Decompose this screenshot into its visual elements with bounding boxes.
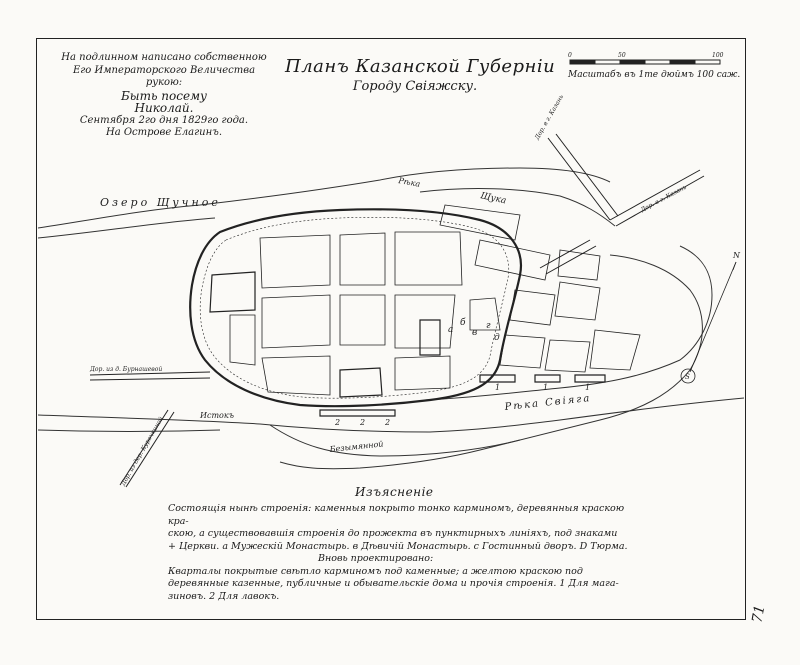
road-label: Дор. в г. Казань <box>639 184 688 214</box>
river-label: Щука <box>479 191 507 206</box>
approval-line: Быть посему <box>120 88 207 103</box>
scale-tick: 100 <box>712 52 724 59</box>
legend-text: Состоящія нынѣ строенія: каменныя покрыт… <box>168 503 638 603</box>
scale-tick: 0 <box>568 52 572 59</box>
north-arrow <box>680 261 737 384</box>
page-number: 71 <box>749 603 769 625</box>
roads <box>89 133 705 488</box>
north-label: N <box>732 251 741 260</box>
marker-label: 2 <box>359 418 365 427</box>
approval-line: Николай. <box>134 101 194 115</box>
marker-label: 1 <box>495 383 500 392</box>
city-blocks <box>209 204 641 417</box>
legend-line: Состоящія нынѣ строенія: каменныя покрыт… <box>168 503 625 527</box>
title-line-2: Городу Свіяжску. <box>352 79 478 94</box>
legend-line: + Церкви. а Мужескій Монастырь. в Дѣвичі… <box>168 540 628 552</box>
legend-line: Кварталы покрытые свѣтло карминомъ под к… <box>168 565 583 577</box>
road-label: Дор. в г. Казань <box>533 94 565 142</box>
approval-line: На Острове Елагинъ. <box>105 127 223 138</box>
stream-label: Истокъ <box>199 411 234 420</box>
marker-label: 2 <box>384 418 390 427</box>
title-line-1: Планъ Казанской Губерніи <box>285 56 556 77</box>
scale-label: Масштабъ въ 1те дюймъ 100 саж. <box>568 70 741 80</box>
rivers <box>37 167 745 470</box>
marker-label: 1 <box>543 383 548 392</box>
road-label: Дор. из д. Бурнашевой <box>89 366 162 373</box>
south-label: S <box>685 373 690 381</box>
river-label: Рѣка <box>397 176 421 189</box>
approval-line: На подлинном написано собственною <box>61 52 267 63</box>
river-label: Рѣка Свіяга <box>503 393 592 413</box>
legend-line: Вновь проектировано: <box>318 553 434 564</box>
lake-label: Озеро Щучное <box>100 196 221 209</box>
road-label: Дор. из дер. Курочкиной <box>119 416 165 488</box>
marker-label: г <box>486 321 491 331</box>
legend-line: зиновъ. 2 Для лавокъ. <box>168 590 280 602</box>
map-title: Планъ Казанской Губерніи Городу Свіяжску… <box>285 56 556 94</box>
approval-note: На подлинном написано собственною Его Им… <box>54 52 274 140</box>
legend-title: Изъясненіе <box>355 485 434 499</box>
marker-label: в <box>472 328 477 338</box>
stream-label: Безымянной <box>328 439 384 454</box>
map-frame <box>36 38 746 620</box>
legend-line: скою, а существовавшія строенія до проже… <box>168 528 618 539</box>
marker-label: д <box>494 333 500 343</box>
marker-label: а <box>448 325 453 335</box>
marker-label: б <box>460 317 466 328</box>
approval-line: Его Императорского Величества рукою: <box>72 64 256 89</box>
marker-label: 2 <box>334 418 340 427</box>
fortress-outline <box>189 208 523 408</box>
scale-bar <box>569 59 721 65</box>
approval-line: Сентября 2го дня 1829го года. <box>79 114 249 126</box>
marker-label: 1 <box>585 383 590 392</box>
scale-tick: 50 <box>618 52 626 59</box>
legend-line: деревянные казенные, публичные и обывате… <box>168 578 619 589</box>
